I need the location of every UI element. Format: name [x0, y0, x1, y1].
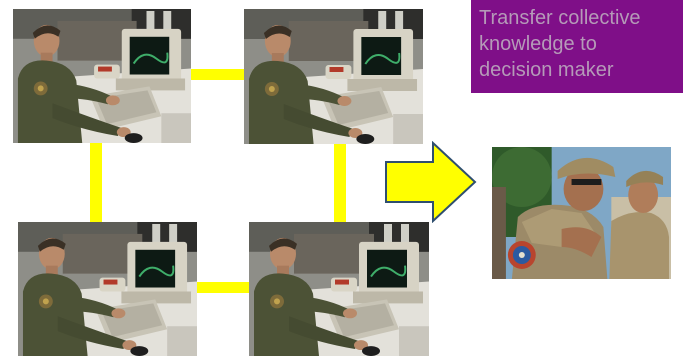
- callout-line: knowledge to: [479, 33, 597, 55]
- analyst-photo-top-right: [244, 9, 423, 144]
- decision-maker-photo: [492, 147, 671, 279]
- callout-box: Transfer collective knowledge to decisio…: [471, 0, 683, 93]
- analyst-photo-bottom-right: [249, 222, 429, 356]
- callout-line: Transfer collective: [479, 7, 641, 29]
- connector-right: [334, 144, 346, 222]
- callout-line: decision maker: [479, 59, 614, 81]
- analyst-photo-bottom-left: [18, 222, 197, 356]
- connector-left: [90, 143, 102, 222]
- connector-top: [191, 69, 244, 80]
- connector-bottom: [197, 282, 249, 293]
- right-arrow-icon: [384, 141, 478, 223]
- analyst-photo-top-left: [13, 9, 191, 143]
